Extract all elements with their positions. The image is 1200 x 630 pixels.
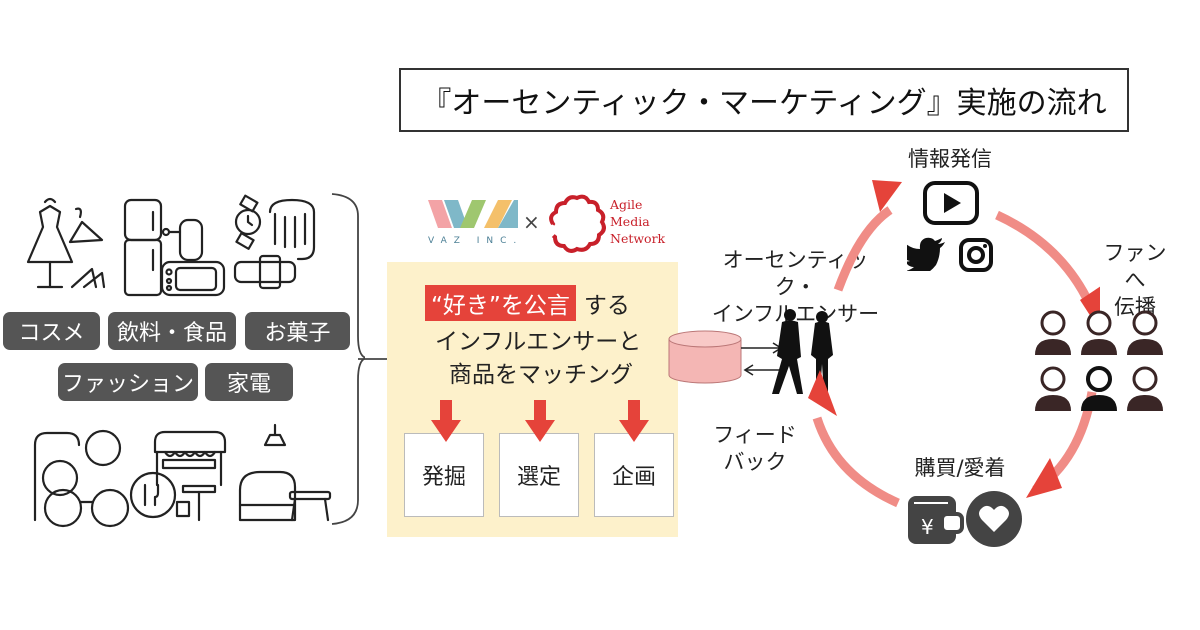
youtube-icon [923, 181, 979, 225]
step-plan: 企画 [594, 433, 674, 517]
amn-line: Network [610, 231, 666, 246]
tag-fashion: ファッション [58, 363, 198, 401]
fan-avatar-icon [1035, 366, 1071, 411]
grouping-bracket [331, 193, 365, 525]
fan-avatar-icon [1127, 366, 1163, 411]
tag-cosme: コスメ [3, 312, 100, 350]
diagram-title-text: 『オーセンティック・マーケティング』実施の流れ [421, 86, 1107, 121]
restaurant-store-icon [129, 430, 227, 522]
tag-label: お菓子 [264, 321, 331, 346]
purchase-icons: ¥ [908, 491, 1022, 547]
collab-times: × [523, 210, 540, 234]
watch-bag-belt-icon [233, 194, 316, 290]
fan-avatar-icon [1081, 310, 1117, 355]
matching-headline-rest: する [583, 293, 630, 319]
down-arrow-icon [525, 400, 555, 442]
sofa-lamp-table-icon [238, 423, 332, 522]
step-label: 発掘 [421, 465, 466, 490]
matching-headline: “好き”を公言 する [425, 285, 630, 321]
fans-label-line: ファンへ [1103, 241, 1167, 292]
twitter-icon [907, 237, 945, 271]
fridge-mixer-microwave-icon [123, 198, 226, 297]
tag-sweets: お菓子 [245, 312, 350, 350]
instagram-icon [959, 238, 993, 272]
mirror-sunglasses-icon [33, 429, 130, 528]
down-arrow-icon [619, 400, 649, 442]
amn-line: Agile [610, 197, 643, 212]
heart-icon [966, 491, 1022, 547]
tag-label: ファッション [61, 372, 194, 397]
database-icon [668, 330, 742, 384]
arc-purchase-to-influencer [812, 416, 900, 508]
tag-label: 家電 [226, 372, 271, 397]
influencer-silhouettes-icon [772, 309, 833, 394]
amn-logo-mark [548, 194, 606, 253]
arc-broadcast-to-fans [995, 210, 1095, 307]
arrowhead-to-broadcast [872, 180, 902, 212]
matching-line2: インフルエンサーと [435, 329, 642, 355]
vaz-logo-subtext: VAZ INC. [428, 236, 524, 246]
category-icons-top [26, 194, 316, 297]
arrowhead-to-influencer [808, 370, 837, 416]
bracket-connector-line [358, 358, 388, 360]
matching-highlight: “好き”を公言 [425, 285, 576, 321]
arrowhead-to-purchase [1026, 458, 1062, 498]
matching-line3: 商品をマッチング [449, 362, 633, 388]
svg-text:¥: ¥ [921, 515, 934, 539]
amn-line: Media [610, 214, 650, 229]
step-label: 企画 [611, 465, 656, 490]
broadcast-label: 情報発信 [908, 147, 992, 171]
down-arrow-icon [431, 400, 461, 442]
feedback-label-line: フィード [713, 423, 797, 447]
vaz-logo: VAZ INC. [428, 198, 523, 246]
fan-avatar-icon [1127, 310, 1163, 355]
feedback-label: フィード バック [700, 422, 810, 476]
wallet-yen-icon: ¥ [908, 496, 964, 544]
tag-food-drink: 飲料・食品 [108, 312, 236, 350]
tag-label: コスメ [18, 321, 85, 346]
tag-appliances: 家電 [205, 363, 293, 401]
arc-influencer-to-broadcast [833, 206, 893, 292]
dress-hanger-shoes-icon [26, 197, 106, 289]
step-label: 選定 [516, 465, 561, 490]
vaz-logo-mark [428, 200, 518, 228]
fan-avatar-icon [1035, 310, 1071, 355]
diagram-title: 『オーセンティック・マーケティング』実施の流れ [399, 68, 1129, 132]
amn-logo-text: Agile Media Network [610, 196, 665, 247]
purchase-label: 購買/愛着 [914, 456, 1006, 480]
step-discover: 発掘 [404, 433, 484, 517]
fan-avatar-icon [1081, 366, 1117, 411]
category-icons-bottom [33, 423, 332, 528]
fans-group-icon [1035, 310, 1163, 411]
feedback-label-line: バック [723, 450, 787, 474]
step-select: 選定 [499, 433, 579, 517]
tag-label: 飲料・食品 [116, 321, 227, 346]
fans-label: ファンへ 伝播 [1095, 240, 1175, 321]
